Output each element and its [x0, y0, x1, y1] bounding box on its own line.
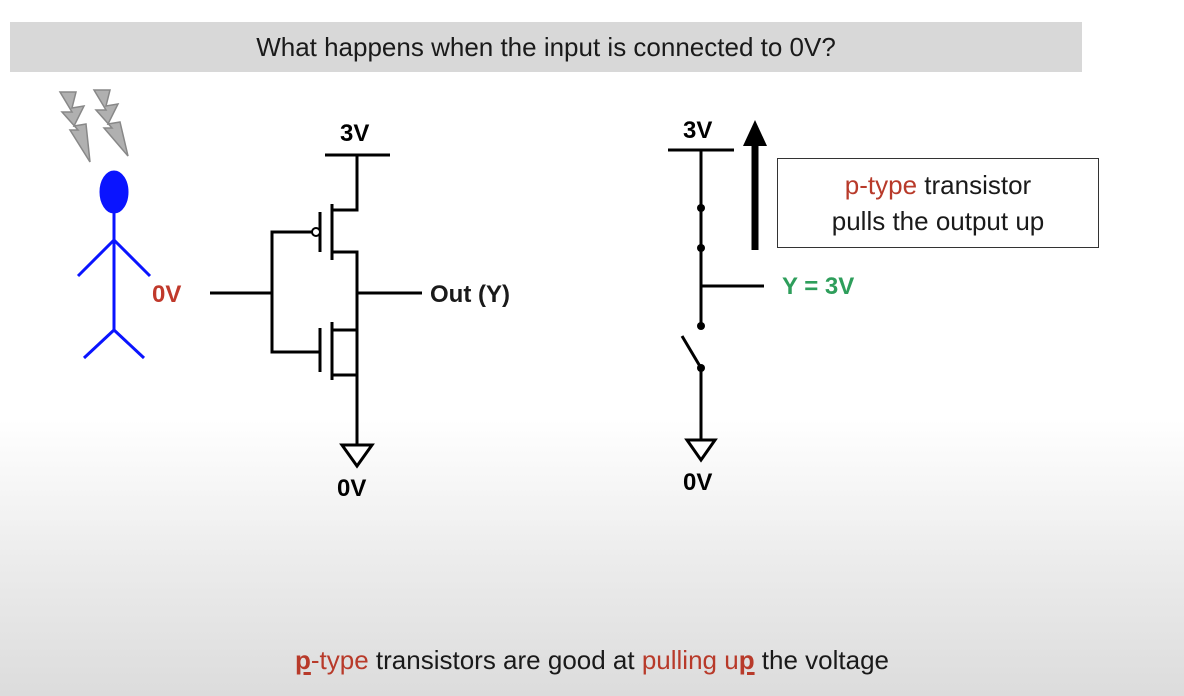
- footer-p-letter: p: [294, 645, 311, 675]
- callout-box: p-type transistor pulls the output up: [777, 158, 1099, 248]
- ground-label: 0V: [337, 475, 366, 502]
- ground-icon: [684, 438, 718, 463]
- lightning-icon: [58, 89, 129, 163]
- up-arrow-icon: [743, 120, 767, 146]
- ground-label-right: 0V: [683, 469, 712, 496]
- slide-title: What happens when the input is connected…: [256, 31, 836, 62]
- callout-line-2: pulls the output up: [831, 206, 1045, 236]
- callout-line1-rest: transistor: [917, 170, 1032, 200]
- footer-p-letter-2: p: [738, 645, 755, 675]
- footer-pulling: pulling u: [641, 645, 739, 675]
- open-switch: [680, 335, 703, 369]
- footer-end: the voltage: [754, 645, 890, 675]
- ground-icon: [339, 443, 375, 469]
- switch-model: 3V 0V Y = 3V: [668, 117, 854, 496]
- supply-label: 3V: [340, 120, 369, 147]
- footer-caption: p-type transistors are good at pulling u…: [0, 645, 1184, 676]
- title-bar: What happens when the input is connected…: [10, 22, 1082, 72]
- person-icon: [76, 170, 152, 360]
- pmos-bubble: [311, 227, 321, 237]
- supply-label-right: 3V: [683, 117, 712, 144]
- pmos-source-wire: [332, 155, 359, 212]
- callout-line-1: p-type transistor: [845, 167, 1031, 203]
- input-label: 0V: [152, 281, 181, 308]
- output-value: Y = 3V: [782, 273, 854, 300]
- footer-mid: transistors are good at: [368, 645, 642, 675]
- callout-highlight: p-type: [844, 170, 918, 200]
- gate-wire: [270, 230, 320, 354]
- output-label: Out (Y): [430, 281, 510, 308]
- switch-contact: [697, 322, 705, 330]
- footer-type: -type: [310, 645, 369, 675]
- cmos-inverter: 3V 0V 0V Out (Y): [152, 120, 510, 502]
- drain-wire: [332, 250, 359, 377]
